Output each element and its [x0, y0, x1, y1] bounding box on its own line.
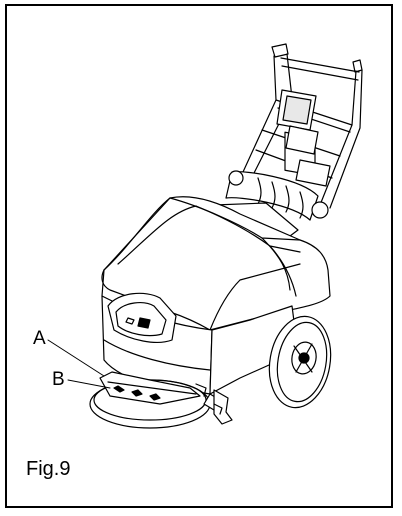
body	[102, 197, 330, 394]
figure-caption: Fig.9	[26, 458, 71, 480]
callout-a-label: A	[33, 328, 46, 349]
callout-b-leader	[68, 380, 110, 388]
rear-wheel	[262, 311, 337, 412]
rollers	[226, 171, 328, 220]
handle-frame	[243, 44, 362, 208]
callout-b-label: B	[52, 369, 65, 390]
brush-deck	[90, 372, 232, 428]
callout-a-leader	[48, 340, 104, 376]
